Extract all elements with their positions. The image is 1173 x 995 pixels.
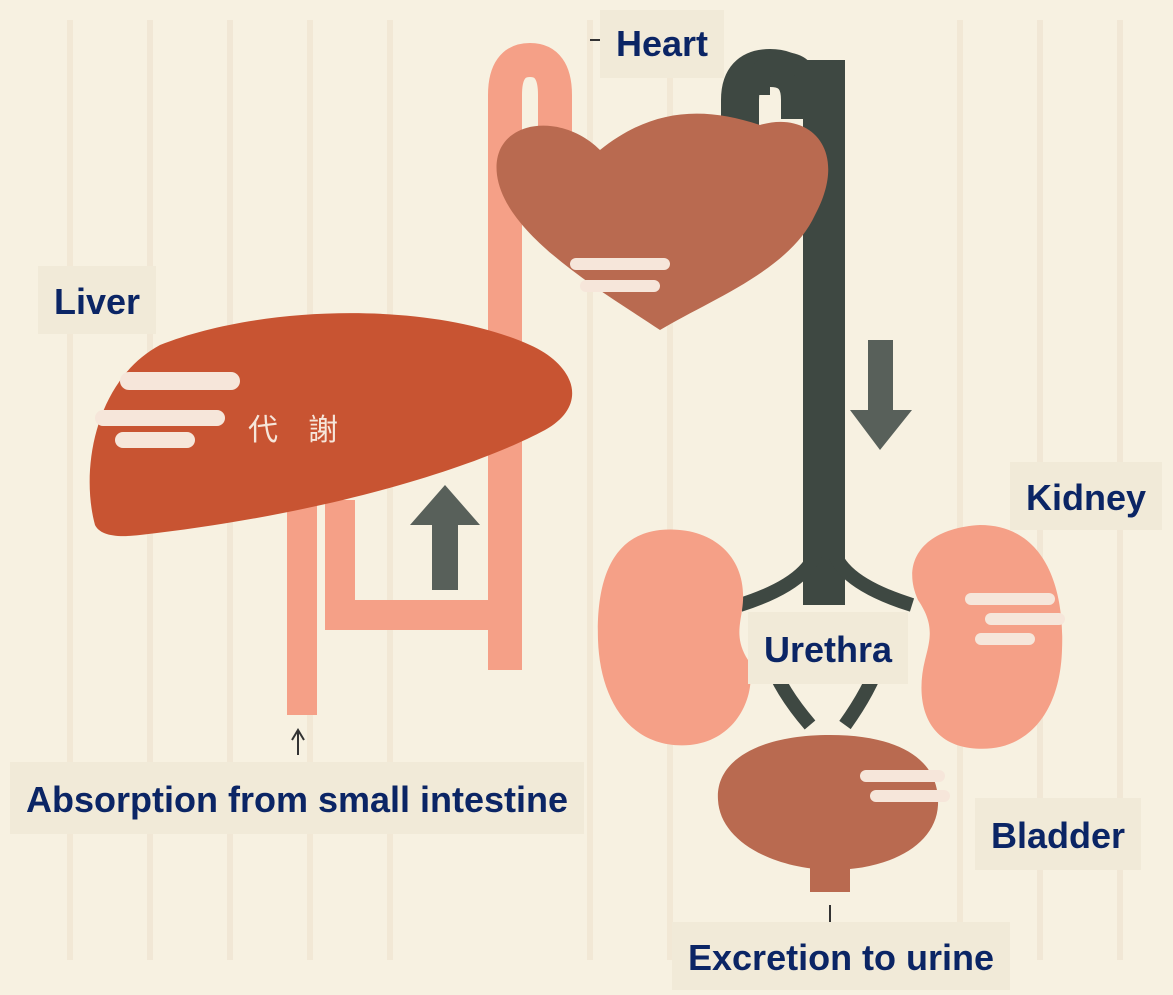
bladder-label: Bladder [975,798,1141,870]
up-arrow [410,485,480,590]
liver-label: Liver [38,266,156,334]
urethra-label: Urethra [748,612,908,684]
excretion-label: Excretion to urine [672,922,1010,990]
left-kidney-organ [598,530,751,746]
heart-label: Heart [600,10,724,78]
kidney-label: Kidney [1010,462,1162,530]
bladder-organ [718,735,950,892]
down-arrow [850,340,912,450]
heart-organ [497,114,829,330]
right-kidney-organ [912,525,1065,749]
liver-metabolism-text: 代謝 [248,405,368,449]
absorption-label: Absorption from small intestine [10,762,584,834]
